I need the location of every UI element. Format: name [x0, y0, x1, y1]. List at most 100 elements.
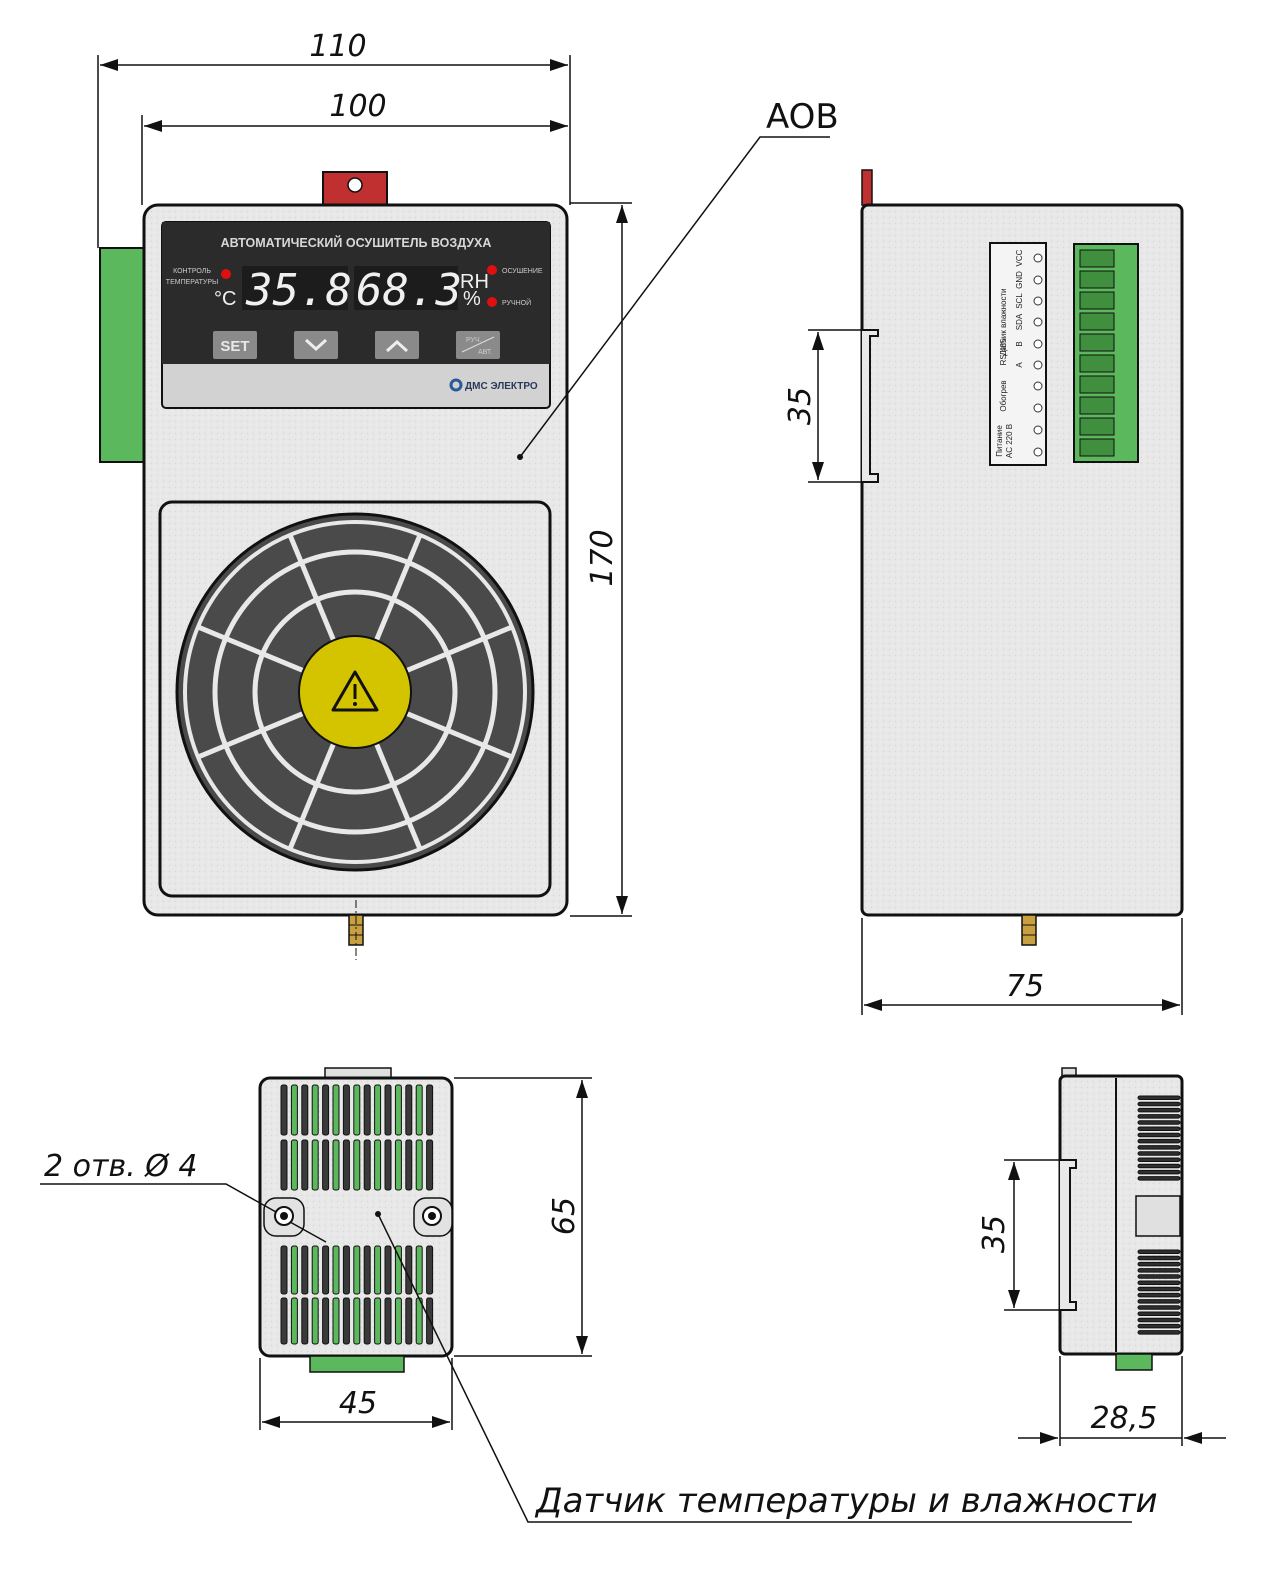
holes-label: 2 отв. Ø 4	[44, 1149, 197, 1184]
vent-slot	[426, 1245, 434, 1295]
svg-text:SET: SET	[220, 338, 249, 355]
vent-slot	[363, 1245, 371, 1295]
vent-slot	[1137, 1120, 1181, 1125]
vent-slot	[311, 1084, 319, 1136]
vent-slot	[322, 1245, 330, 1295]
pin-label: B	[1015, 341, 1024, 346]
dim-110: 110	[309, 29, 366, 64]
dim-100: 100	[329, 89, 386, 124]
vent-slot	[280, 1139, 288, 1191]
pin-label: SCL	[1015, 293, 1024, 309]
vent-slot	[415, 1245, 423, 1295]
vent-slot	[301, 1297, 309, 1345]
vent-slot	[374, 1139, 382, 1191]
vent-slot	[280, 1297, 288, 1345]
vent-slot	[1137, 1157, 1181, 1162]
vent-slot	[426, 1139, 434, 1191]
dim-75: 75	[1006, 969, 1044, 1004]
down-button[interactable]	[294, 331, 338, 359]
vent-slot	[342, 1139, 350, 1191]
vent-slot	[374, 1297, 382, 1345]
manual-label: РУЧНОЙ	[502, 298, 531, 307]
vent-slot	[322, 1297, 330, 1345]
vent-slot	[384, 1297, 392, 1345]
vent-slot	[332, 1139, 340, 1191]
vent-slot	[353, 1084, 361, 1136]
drying-label: ОСУШЕНИЕ	[502, 268, 543, 275]
dim-65: 65	[547, 1197, 582, 1235]
din-rail-notch	[862, 329, 879, 483]
sensor-label: Датчик температуры и влажности	[534, 1481, 1158, 1521]
vent-slot	[322, 1084, 330, 1136]
vent-slot	[353, 1297, 361, 1345]
dim-45: 45	[339, 1386, 377, 1421]
term-header-sensor: Датчик влажности	[999, 288, 1008, 355]
vent-slot	[1137, 1286, 1181, 1292]
vent-slot	[363, 1084, 371, 1136]
din-rail-notch-end	[1060, 1159, 1077, 1311]
vent-slot	[353, 1245, 361, 1295]
vent-slot	[1137, 1280, 1181, 1285]
vent-slot	[290, 1245, 298, 1295]
svg-text:АВТ.: АВТ.	[478, 349, 492, 356]
term-header-power-2: AC 220 В	[1005, 424, 1014, 458]
vent-slot	[1137, 1323, 1181, 1329]
manual-led	[487, 297, 497, 307]
vent-slot	[1137, 1176, 1181, 1181]
vent-slot	[290, 1139, 298, 1191]
mode-button[interactable]: РУЧ. АВТ.	[456, 331, 500, 359]
vent-slot	[1137, 1330, 1181, 1335]
drying-led	[487, 265, 497, 275]
vent-slot	[342, 1084, 350, 1136]
vent-slots	[280, 1084, 434, 1345]
vent-slot	[1137, 1126, 1181, 1131]
vent-slot	[405, 1084, 413, 1136]
vent-slot	[405, 1297, 413, 1345]
vent-slot	[1137, 1107, 1181, 1113]
front-dimensions	[97, 55, 632, 917]
vent-slot	[1137, 1249, 1181, 1254]
pin-label: A	[1015, 362, 1024, 368]
set-button[interactable]: SET	[213, 331, 257, 359]
term-header-power-1: Питание	[995, 425, 1004, 457]
vent-slot	[1137, 1114, 1181, 1119]
vent-slot	[426, 1084, 434, 1136]
vent-slot	[301, 1084, 309, 1136]
vent-slot	[1137, 1305, 1181, 1310]
vent-slot	[280, 1245, 288, 1295]
vent-slot	[301, 1245, 309, 1295]
vent-slot	[290, 1297, 298, 1345]
front-view: АВТОМАТИЧЕСКИЙ ОСУШИТЕЛЬ ВОЗДУХА КОНТРОЛ…	[97, 29, 839, 960]
vent-slot	[405, 1139, 413, 1191]
panel-title: АВТОМАТИЧЕСКИЙ ОСУШИТЕЛЬ ВОЗДУХА	[221, 235, 492, 250]
svg-text:РУЧ.: РУЧ.	[466, 337, 482, 344]
vent-slot	[301, 1139, 309, 1191]
vent-slot	[374, 1245, 382, 1295]
temp-control-label-1: КОНТРОЛЬ	[173, 268, 211, 275]
pin-label: GND	[1015, 271, 1024, 289]
dim-170: 170	[585, 529, 620, 586]
vent-slot	[1137, 1299, 1181, 1304]
fan-grille	[158, 500, 552, 898]
temp-unit: °C	[214, 288, 236, 310]
vent-slot	[374, 1084, 382, 1136]
mount-hole-left	[263, 1197, 305, 1237]
temp-display: 35.8	[245, 265, 352, 316]
vent-slot	[415, 1297, 423, 1345]
vent-slot	[332, 1297, 340, 1345]
vent-slot	[1137, 1317, 1181, 1323]
vent-slot	[1137, 1169, 1181, 1175]
chevron-up-icon	[385, 339, 409, 353]
up-button[interactable]	[375, 331, 419, 359]
brand-label: ДМС ЭЛЕКТРО	[465, 381, 538, 392]
temp-led	[221, 269, 231, 279]
vent-slot	[280, 1084, 288, 1136]
vent-slot	[1137, 1292, 1181, 1298]
vent-slot	[332, 1084, 340, 1136]
vent-slot	[1137, 1274, 1181, 1279]
term-header-heater: Обогрев	[999, 380, 1008, 411]
vent-slot	[290, 1084, 298, 1136]
vent-slot	[353, 1139, 361, 1191]
warning-icon	[331, 670, 379, 712]
vent-slot	[1137, 1268, 1181, 1273]
